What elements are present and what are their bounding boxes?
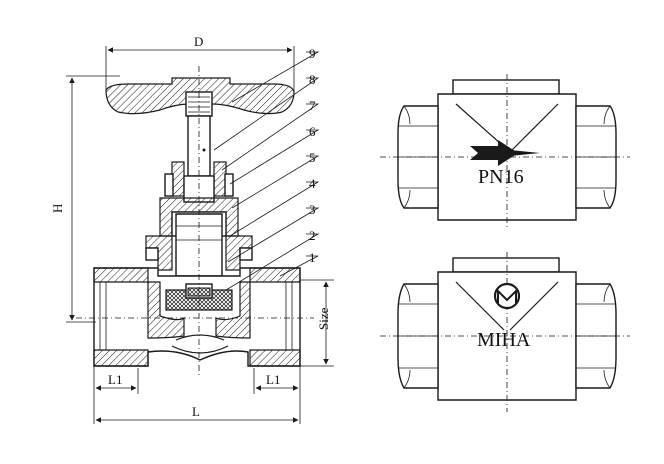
part-number-7: 7 (309, 98, 316, 113)
dimension-size-label: Size (316, 307, 331, 330)
section-view: 9 8 7 6 5 4 3 2 1 D H S (50, 34, 334, 424)
leader-lines (213, 51, 320, 291)
part-number-6: 6 (309, 124, 316, 139)
dimension-d: D (105, 34, 295, 92)
dimension-l: L (95, 404, 299, 423)
part-number-3: 3 (309, 202, 316, 217)
dimension-l-label: L (192, 404, 200, 419)
part-number-labels: 9 8 7 6 5 4 3 2 1 (309, 46, 316, 265)
part-number-5: 5 (309, 150, 316, 165)
exterior-view-top: PN16 (380, 74, 630, 230)
part-number-8: 8 (309, 72, 316, 87)
dimension-l1-right: L1 (253, 366, 301, 424)
part-number-9: 9 (309, 46, 316, 61)
pn16-marking: PN16 (478, 166, 524, 188)
dimension-h-label: H (50, 204, 65, 213)
handwheel (105, 77, 295, 117)
flow-arrow-icon (470, 140, 540, 166)
valve-body (93, 267, 301, 367)
dimension-d-label: D (194, 34, 203, 49)
part-number-1: 1 (309, 250, 316, 265)
dimension-l1-left: L1 (93, 366, 139, 424)
part-number-2: 2 (309, 228, 316, 243)
exterior-view-bottom: MIHA (380, 252, 630, 412)
miha-marking: MIHA (477, 329, 531, 351)
dimension-l1-right-label: L1 (266, 372, 280, 387)
part-number-4: 4 (309, 176, 316, 191)
dimension-size: Size (300, 279, 334, 367)
dimension-h: H (50, 75, 120, 323)
dimension-l1-left-label: L1 (108, 372, 122, 387)
miha-logo-icon (493, 282, 521, 310)
bonnet-nut (145, 235, 253, 271)
